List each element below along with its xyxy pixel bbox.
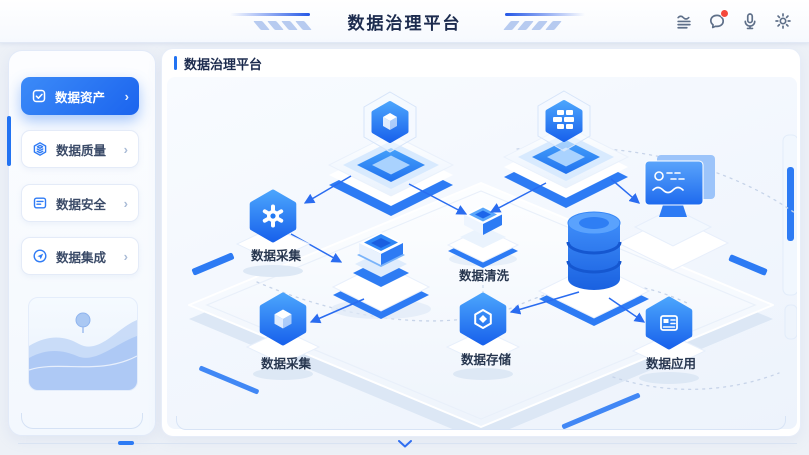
data-quality-icon — [32, 141, 48, 157]
data-security-icon — [32, 195, 48, 211]
ingest-platform-left — [327, 91, 455, 216]
side-panel-decoration — [782, 134, 797, 340]
section-header: 数据治理平台 — [162, 49, 800, 77]
app-header: 数据治理平台 — [0, 0, 809, 43]
chevron-right-icon: › — [124, 88, 129, 104]
coin-hex-icon — [474, 309, 492, 329]
flow-arrows — [290, 175, 646, 324]
data-assets-icon — [31, 88, 47, 104]
data-flow-diagram: 数据采集 数据清洗 数据采集 数据存储 数据应用 — [167, 77, 797, 429]
gear-icon — [262, 204, 284, 228]
monitor-node — [616, 155, 730, 271]
sidebar-active-indicator — [7, 116, 11, 166]
main-bottom-outline — [176, 416, 786, 430]
bricks-badge-icon — [545, 100, 583, 142]
database-node — [537, 211, 651, 326]
header-decoration-right — [503, 13, 585, 30]
diagram-label-collect-bottom: 数据采集 — [260, 357, 312, 371]
sidebar-item-data-quality[interactable]: 数据质量 › — [21, 130, 139, 168]
sidebar-item-data-security[interactable]: 数据安全 › — [21, 184, 139, 222]
activity-log-icon[interactable] — [672, 9, 696, 33]
diagram-label-application: 数据应用 — [645, 357, 697, 371]
notification-badge — [720, 9, 729, 18]
clean-cube-node — [446, 205, 520, 268]
sidebar-bottom-outline — [21, 413, 143, 429]
monitor-icon — [644, 155, 715, 206]
cube-badge-icon — [371, 101, 409, 143]
chevron-right-icon: › — [123, 141, 128, 157]
microphone-icon[interactable] — [738, 9, 762, 33]
settings-gear-icon[interactable] — [771, 9, 795, 33]
chat-notification-icon[interactable] — [705, 9, 729, 33]
sidebar-illustration — [28, 297, 138, 391]
app-title: 数据治理平台 — [347, 13, 462, 33]
cube-icon — [274, 309, 292, 329]
diagram-label-storage: 数据存储 — [460, 353, 512, 367]
footer-accent-dash — [118, 441, 134, 445]
diagram-label-collect-mid: 数据采集 — [250, 249, 302, 263]
collect-cube-node — [245, 292, 321, 380]
main-content: 数据治理平台 — [161, 48, 801, 437]
collapse-chevron-down-icon[interactable] — [393, 436, 417, 450]
header-actions — [672, 0, 795, 42]
sidebar-item-label: 数据安全 — [56, 197, 107, 212]
balloon-icon — [75, 312, 91, 328]
database-icon — [566, 211, 622, 290]
processing-tower-node — [331, 232, 431, 319]
chevron-right-icon: › — [123, 248, 128, 264]
dashboard-icon — [660, 315, 678, 331]
header-decoration-left — [230, 13, 312, 30]
sidebar-item-label: 数据质量 — [56, 143, 107, 158]
data-integration-icon — [32, 248, 48, 264]
sidebar-item-data-integration[interactable]: 数据集成 › — [21, 237, 139, 275]
ingest-platform-right — [502, 90, 630, 208]
application-hex-node — [631, 296, 707, 384]
sidebar: 数据资产 › 数据质量 › — [7, 50, 156, 436]
section-title-bar — [174, 56, 177, 70]
storage-hex-node — [445, 292, 521, 380]
sidebar-item-data-assets[interactable]: 数据资产 › — [21, 77, 139, 115]
collect-gear-node — [235, 189, 311, 277]
chevron-right-icon: › — [123, 195, 128, 211]
section-title: 数据治理平台 — [184, 56, 263, 72]
sidebar-item-label: 数据资产 — [55, 90, 106, 105]
sidebar-item-label: 数据集成 — [56, 250, 107, 265]
diagram-label-clean: 数据清洗 — [458, 269, 510, 283]
